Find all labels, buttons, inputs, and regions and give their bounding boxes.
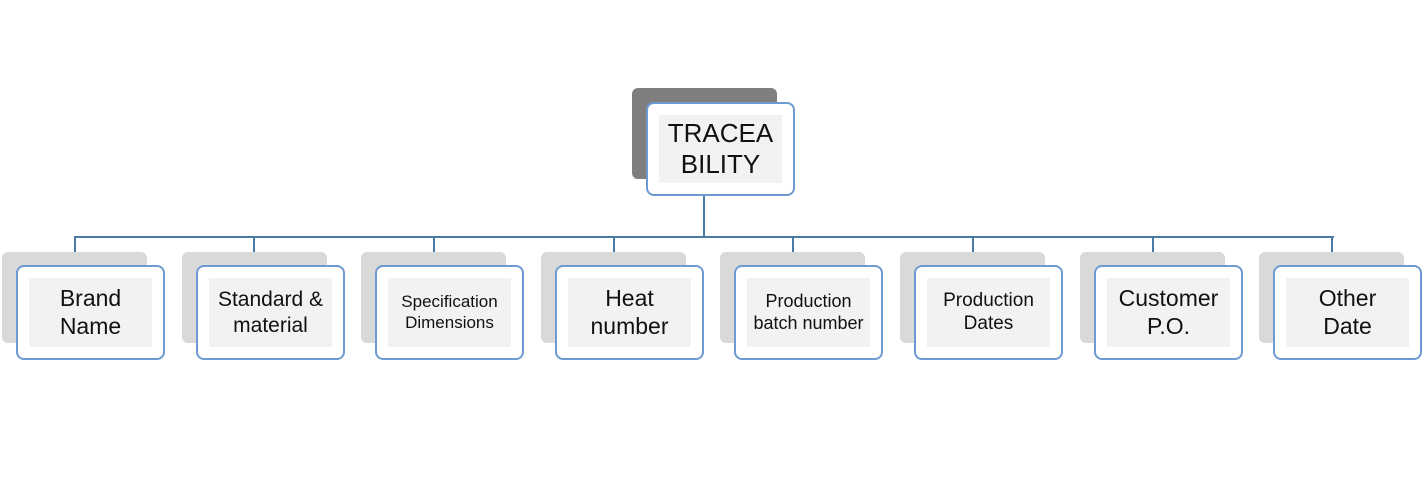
child-node-specification-dimensions: Specification Dimensions	[375, 265, 524, 360]
child-node-fill	[388, 278, 511, 347]
child-node-label: Brand Name	[59, 284, 122, 339]
child-node-fill	[927, 278, 1050, 347]
child-node-fill	[1107, 278, 1230, 347]
horizontal-connector	[74, 236, 1334, 238]
child-connector-5	[792, 236, 794, 252]
child-node-fill	[747, 278, 870, 347]
child-node-fill	[568, 278, 691, 347]
child-node-label: Other Date	[1318, 284, 1377, 339]
child-node-label: Customer P.O.	[1118, 284, 1219, 339]
child-connector-8	[1331, 236, 1333, 252]
child-node-label: Production Dates	[943, 289, 1034, 334]
child-node-fill	[1286, 278, 1409, 347]
child-node-label: Specification Dimensions	[401, 292, 498, 332]
child-node-fill	[29, 278, 152, 347]
root-node: TRACEA BILITY	[646, 102, 795, 196]
child-connector-3	[433, 236, 435, 252]
child-connector-1	[74, 236, 76, 252]
child-node-label: Production batch number	[753, 290, 864, 333]
child-node-label: Heat number	[590, 284, 669, 339]
child-node-heat-number: Heat number	[555, 265, 704, 360]
root-stem-connector	[703, 194, 705, 237]
root-node-label: TRACEA BILITY	[667, 117, 774, 179]
child-node-standard-material: Standard & material	[196, 265, 345, 360]
child-node-other-date: Other Date	[1273, 265, 1422, 360]
child-connector-6	[972, 236, 974, 252]
child-node-brand-name: Brand Name	[16, 265, 165, 360]
root-node-fill	[659, 115, 782, 183]
child-connector-2	[253, 236, 255, 252]
child-node-production-dates: Production Dates	[914, 265, 1063, 360]
child-connector-7	[1152, 236, 1154, 252]
child-node-customer-po: Customer P.O.	[1094, 265, 1243, 360]
child-connector-4	[613, 236, 615, 252]
child-node-production-batch-number: Production batch number	[734, 265, 883, 360]
child-node-fill	[209, 278, 332, 347]
child-node-label: Standard & material	[217, 288, 324, 337]
